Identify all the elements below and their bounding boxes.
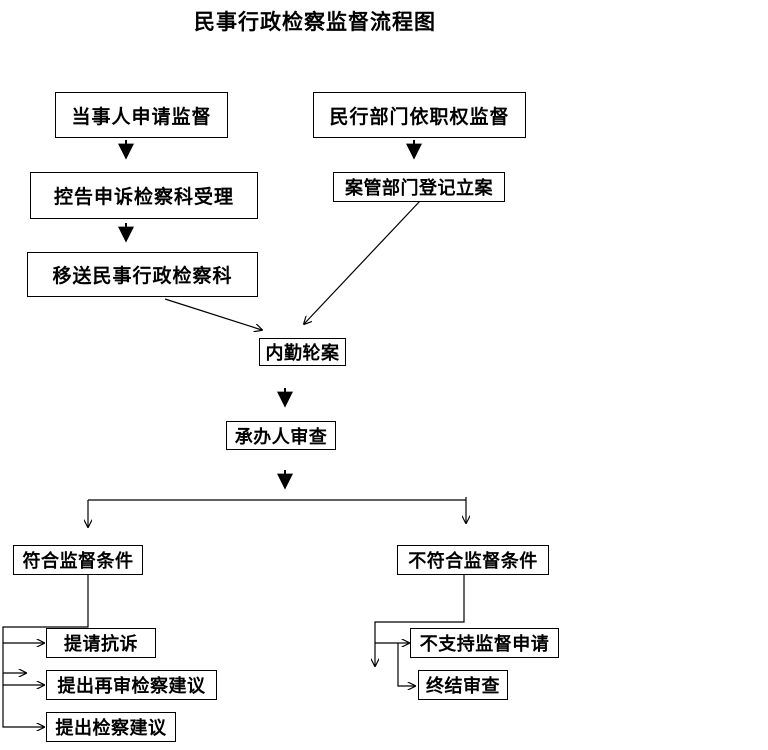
node-meets: 符合监督条件 (13, 545, 143, 575)
node-party-apply: 当事人申请监督 (55, 92, 228, 138)
node-civil-dept: 民行部门依职权监督 (313, 92, 526, 138)
node-handler-review: 承办人审查 (226, 421, 336, 450)
node-procuratorial-suggest: 提出检察建议 (46, 712, 176, 742)
arrow-register-to-rotation (304, 200, 421, 324)
right-bracket-line (375, 575, 465, 666)
node-not-meets: 不符合监督条件 (397, 545, 549, 575)
arrow-transfer-to-rotation (164, 298, 262, 330)
diagram-title: 民事行政检察监督流程图 (194, 9, 436, 34)
node-not-support: 不支持监督申请 (410, 628, 559, 658)
left-bracket-line (2, 575, 89, 727)
node-transfer: 移送民事行政检察科 (27, 252, 258, 297)
node-rotation: 内勤轮案 (259, 338, 346, 366)
node-complaint-accept: 控告申诉检察科受理 (30, 172, 258, 219)
node-conclude: 终结审查 (418, 670, 508, 700)
node-retrial-suggest: 提出再审检察建议 (46, 670, 217, 700)
arrow-to-conclude (397, 643, 415, 686)
node-protest: 提请抗诉 (46, 628, 156, 658)
node-case-register: 案管部门登记立案 (333, 172, 505, 202)
